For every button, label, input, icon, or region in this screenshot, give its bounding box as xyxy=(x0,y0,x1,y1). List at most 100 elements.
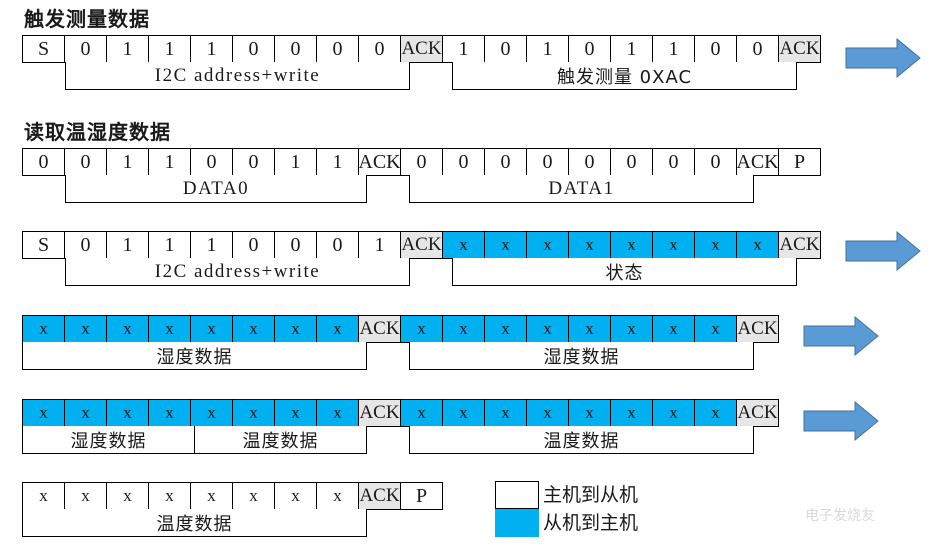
bit: 1 xyxy=(106,231,149,259)
ack-bit: ACK xyxy=(778,35,821,63)
slave-bit: x xyxy=(568,231,611,259)
label-trigger-command: 触发测量 0XAC xyxy=(452,62,797,90)
stop-bit: P xyxy=(400,482,443,510)
frame-row-read-address: S 0 1 1 1 0 0 0 1 ACK x x x x x x x x AC… xyxy=(22,231,821,259)
slave-bit: x xyxy=(274,315,317,343)
label-data0: DATA0 xyxy=(65,175,367,203)
ack-bit: ACK xyxy=(736,315,779,343)
slave-bit: x xyxy=(274,399,317,427)
bit: 1 xyxy=(316,148,359,176)
slave-bit: x xyxy=(64,315,107,343)
frame-row-humidity-temperature: x x x x x x x x ACK x x x x x x x x ACK xyxy=(22,399,779,427)
slave-bit: x xyxy=(694,315,737,343)
start-bit: S xyxy=(22,231,65,259)
frame-row-humidity: x x x x x x x x ACK x x x x x x x x ACK xyxy=(22,315,779,343)
legend-label-master-to-slave: 主机到从机 xyxy=(543,484,639,506)
frame-row-read-cmd: 0 0 1 1 0 0 1 1 ACK 0 0 0 0 0 0 0 0 ACK … xyxy=(22,148,821,176)
slave-bit: x xyxy=(694,231,737,259)
bit: 0 xyxy=(526,148,569,176)
slave-bit: x xyxy=(652,231,695,259)
slave-bit: x xyxy=(568,315,611,343)
slave-bit: x xyxy=(652,399,695,427)
bit: 0 xyxy=(568,148,611,176)
frame-row-trigger: S 0 1 1 1 0 0 0 0 ACK 1 0 1 0 1 1 0 0 AC… xyxy=(22,35,821,63)
bit: 1 xyxy=(148,231,191,259)
bit: 0 xyxy=(316,35,359,63)
bit: 1 xyxy=(190,35,233,63)
slave-bit: x xyxy=(232,399,275,427)
slave-bit: x xyxy=(22,315,65,343)
bit: x xyxy=(148,482,191,510)
bit: 1 xyxy=(652,35,695,63)
bit: 0 xyxy=(484,35,527,63)
bit: 0 xyxy=(358,35,401,63)
bit: x xyxy=(274,482,317,510)
bit: x xyxy=(106,482,149,510)
ack-bit: ACK xyxy=(400,231,443,259)
label-humidity-data: 湿度数据 xyxy=(22,426,195,454)
slave-bit: x xyxy=(484,315,527,343)
bit: 0 xyxy=(316,231,359,259)
section-title-read: 读取温湿度数据 xyxy=(24,120,171,144)
ack-bit: ACK xyxy=(358,315,401,343)
bit: 1 xyxy=(610,35,653,63)
bit: 1 xyxy=(190,231,233,259)
slave-bit: x xyxy=(568,399,611,427)
label-humidity-data: 湿度数据 xyxy=(409,342,754,370)
bit: 1 xyxy=(106,35,149,63)
ack-bit: ACK xyxy=(736,399,779,427)
slave-bit: x xyxy=(610,399,653,427)
bit: 0 xyxy=(568,35,611,63)
slave-bit: x xyxy=(190,315,233,343)
slave-bit: x xyxy=(610,315,653,343)
bit: 0 xyxy=(694,35,737,63)
slave-bit: x xyxy=(316,399,359,427)
slave-bit: x xyxy=(148,315,191,343)
slave-bit: x xyxy=(400,399,443,427)
slave-bit: x xyxy=(190,399,233,427)
label-humidity-data: 湿度数据 xyxy=(22,342,367,370)
label-temperature-data: 温度数据 xyxy=(22,509,367,537)
bit: 0 xyxy=(610,148,653,176)
slave-bit: x xyxy=(484,399,527,427)
bit: 0 xyxy=(442,148,485,176)
label-data1: DATA1 xyxy=(409,175,754,203)
slave-bit: x xyxy=(484,231,527,259)
continue-arrow-icon xyxy=(803,401,879,441)
slave-bit: x xyxy=(106,315,149,343)
slave-bit: x xyxy=(64,399,107,427)
bit: 0 xyxy=(736,35,779,63)
bit: 0 xyxy=(64,231,107,259)
continue-arrow-icon xyxy=(803,316,879,356)
ack-bit: ACK xyxy=(358,482,401,510)
bit: 1 xyxy=(526,35,569,63)
bit: 0 xyxy=(22,148,65,176)
bit: 1 xyxy=(442,35,485,63)
bit: 1 xyxy=(274,148,317,176)
bit: 0 xyxy=(232,231,275,259)
slave-bit: x xyxy=(610,231,653,259)
bit: x xyxy=(22,482,65,510)
continue-arrow-icon xyxy=(845,38,921,78)
label-i2c-address: I2C address+write xyxy=(65,258,410,286)
bit: 0 xyxy=(190,148,233,176)
legend-label-slave-to-master: 从机到主机 xyxy=(543,512,639,534)
bit: 0 xyxy=(232,35,275,63)
slave-bit: x xyxy=(442,399,485,427)
bit: x xyxy=(190,482,233,510)
bit: 1 xyxy=(148,35,191,63)
stop-bit: P xyxy=(778,148,821,176)
slave-bit: x xyxy=(652,315,695,343)
bit: 0 xyxy=(232,148,275,176)
bit: 0 xyxy=(274,231,317,259)
slave-bit: x xyxy=(526,315,569,343)
bit: 1 xyxy=(358,231,401,259)
bit: 0 xyxy=(652,148,695,176)
bit: x xyxy=(316,482,359,510)
bit: 1 xyxy=(148,148,191,176)
slave-bit: x xyxy=(400,315,443,343)
label-i2c-address: I2C address+write xyxy=(65,62,410,90)
bit: 0 xyxy=(64,35,107,63)
label-temperature-data: 温度数据 xyxy=(194,426,367,454)
slave-bit: x xyxy=(148,399,191,427)
